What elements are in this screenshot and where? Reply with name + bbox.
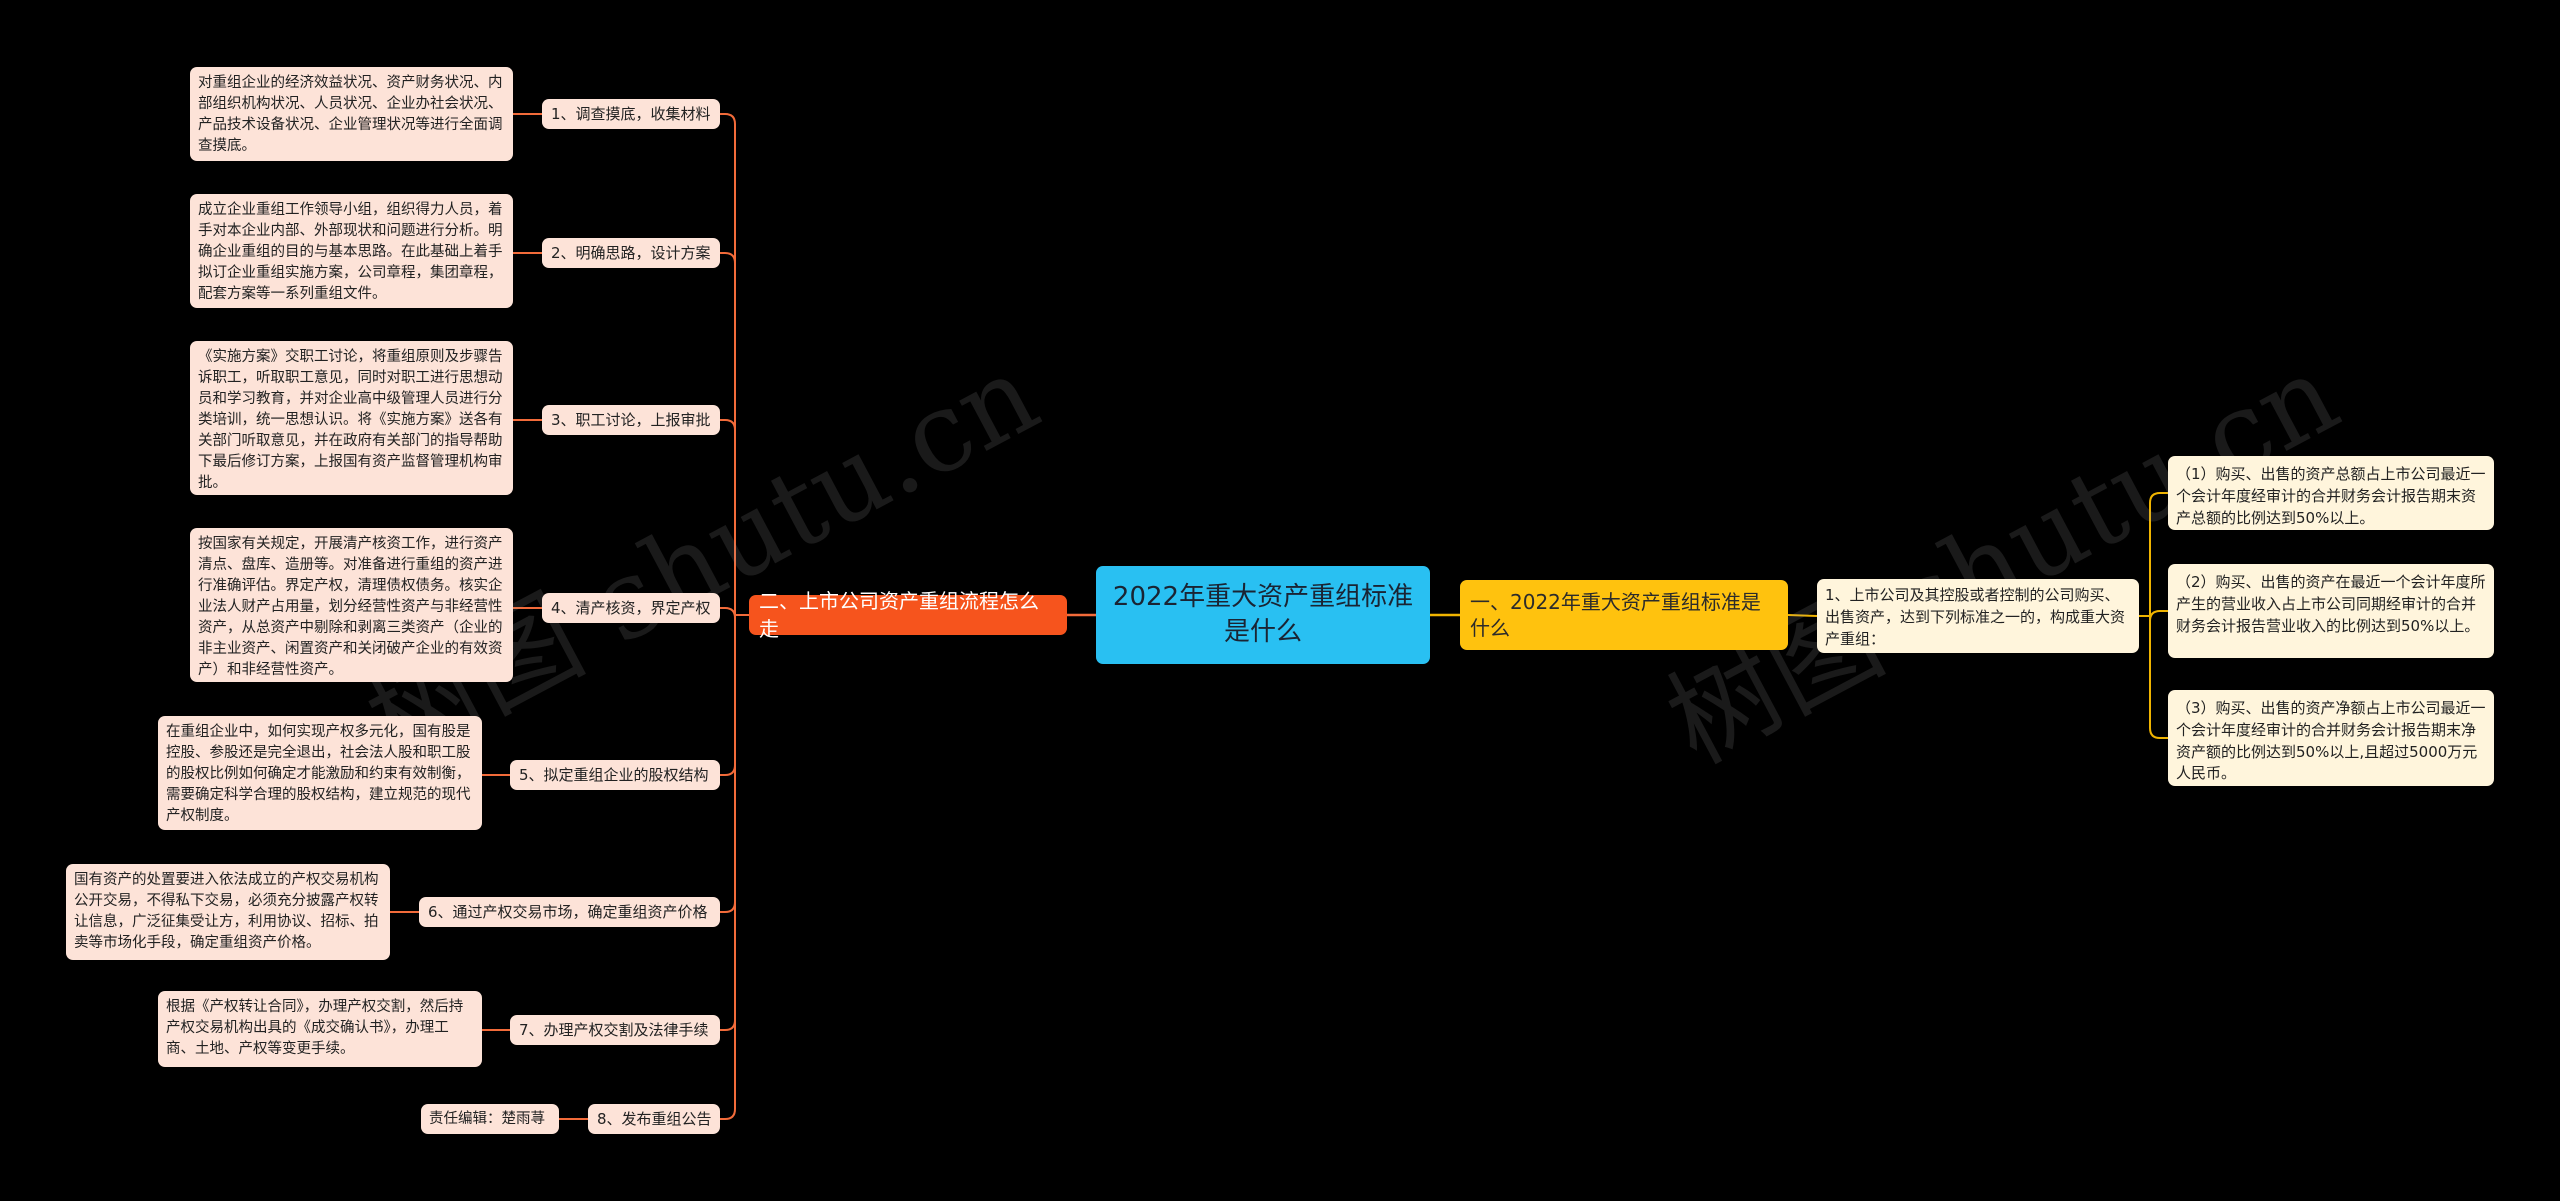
right-item-3[interactable]: （3）购买、出售的资产净额占上市公司最近一个会计年度经审计的合并财务会计报告期末… xyxy=(2168,690,2494,786)
link-left-step-3 xyxy=(720,419,749,616)
step-7[interactable]: 7、办理产权交割及法律手续 xyxy=(510,1015,720,1045)
step-6[interactable]: 6、通过产权交易市场，确定重组资产价格 xyxy=(419,897,720,927)
step-1-detail[interactable]: 对重组企业的经济效益状况、资产财务状况、内部组织机构状况、人员状况、企业办社会状… xyxy=(190,67,513,161)
step-3-detail[interactable]: 《实施方案》交职工讨论，将重组原则及步骤告诉职工，听取职工意见，同时对职工进行思… xyxy=(190,341,513,495)
branch-left-topic[interactable]: 二、上市公司资产重组流程怎么走 xyxy=(749,589,1067,641)
step-4[interactable]: 4、清产核资，界定产权 xyxy=(542,593,720,623)
step-2[interactable]: 2、明确思路，设计方案 xyxy=(542,238,720,268)
right-subtopic[interactable]: 1、上市公司及其控股或者控制的公司购买、出售资产，达到下列标准之一的，构成重大资… xyxy=(1817,579,2139,653)
step-7-detail[interactable]: 根据《产权转让合同》，办理产权交割，然后持产权交易机构出具的《成交确认书》，办理… xyxy=(158,991,482,1067)
right-item-1[interactable]: （1）购买、出售的资产总额占上市公司最近一个会计年度经审计的合并财务会计报告期末… xyxy=(2168,456,2494,530)
branch-right-topic[interactable]: 一、2022年重大资产重组标准是什么 xyxy=(1460,580,1788,650)
step-5-detail[interactable]: 在重组企业中，如何实现产权多元化，国有股是控股、参股还是完全退出，社会法人股和职… xyxy=(158,716,482,830)
step-3[interactable]: 3、职工讨论，上报审批 xyxy=(542,405,720,435)
step-5[interactable]: 5、拟定重组企业的股权结构 xyxy=(510,760,720,790)
link-left-step-2 xyxy=(720,252,749,616)
root-topic[interactable]: 2022年重大资产重组标准是什么 xyxy=(1096,566,1430,664)
right-item-2[interactable]: （2）购买、出售的资产在最近一个会计年度所产生的营业收入占上市公司同期经审计的合… xyxy=(2168,564,2494,658)
link-sub-item-1 xyxy=(2139,492,2168,617)
step-4-detail[interactable]: 按国家有关规定，开展清产核资工作，进行资产清点、盘库、造册等。对准备进行重组的资… xyxy=(190,528,513,682)
step-1[interactable]: 1、调查摸底，收集材料 xyxy=(542,99,720,129)
link-left-step-8 xyxy=(720,614,749,1120)
step-8[interactable]: 8、发布重组公告 xyxy=(588,1104,720,1134)
step-8-detail[interactable]: 责任编辑：楚雨荨 xyxy=(421,1104,559,1134)
link-left-step-1 xyxy=(720,113,749,616)
step-2-detail[interactable]: 成立企业重组工作领导小组，组织得力人员，着手对本企业内部、外部现状和问题进行分析… xyxy=(190,194,513,308)
link-branch-sub xyxy=(1787,614,1818,617)
step-6-detail[interactable]: 国有资产的处置要进入依法成立的产权交易机构公开交易，不得私下交易，必须充分披露产… xyxy=(66,864,390,960)
link-sub-item-3 xyxy=(2139,615,2168,739)
